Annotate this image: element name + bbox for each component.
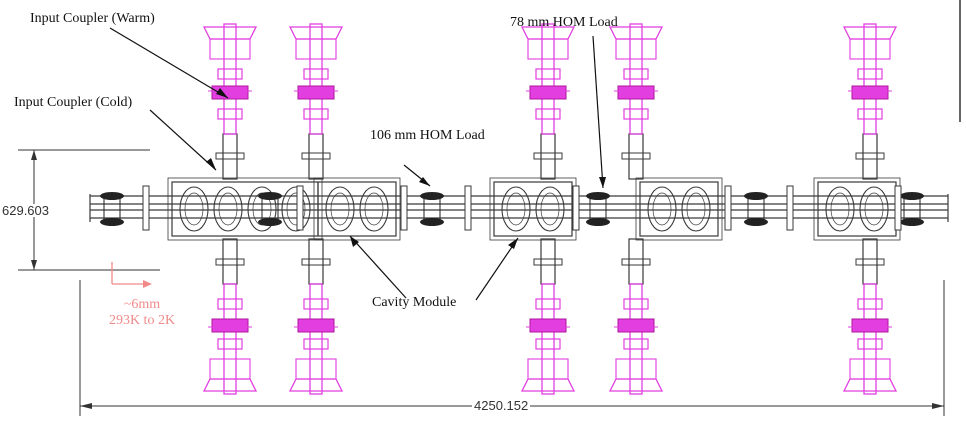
hom-load — [900, 192, 924, 226]
hom-load — [258, 192, 282, 226]
leader-hom78 — [592, 35, 604, 189]
input-coupler-bottom — [288, 238, 344, 395]
input-coupler-bottom — [520, 238, 576, 395]
beam-flange — [724, 185, 732, 231]
beam-flange — [786, 185, 794, 231]
label-cavity-module: Cavity Module — [372, 295, 457, 310]
beam-flange — [572, 185, 580, 231]
beam-flange — [400, 185, 408, 231]
beam-flange — [296, 185, 304, 231]
label-hom-load-78: 78 mm HOM Load — [510, 15, 618, 30]
beam-flange — [894, 185, 902, 231]
thermal-shift-amount: ~6mm — [123, 297, 161, 312]
beam-pipe — [89, 194, 949, 222]
beam-flange — [142, 185, 150, 231]
hom-load — [586, 192, 610, 226]
beam-flange — [464, 185, 472, 231]
dimension-height: 629.603 — [0, 203, 51, 218]
hom-load — [420, 192, 444, 226]
leader-cavity-b — [475, 237, 519, 301]
thermal-shift-range: 293K to 2K — [108, 313, 176, 329]
cavity-module — [167, 177, 323, 241]
cavity-module — [635, 177, 723, 241]
input-coupler-top — [288, 23, 344, 180]
leader-warm — [109, 27, 229, 99]
leader-arrowheads — [206, 88, 606, 249]
input-coupler-bottom — [202, 238, 258, 395]
input-coupler-top — [202, 23, 258, 180]
input-coupler-top — [608, 23, 664, 180]
label-input-coupler-cold: Input Coupler (Cold) — [14, 95, 133, 110]
cavity-module — [813, 177, 901, 241]
label-hom-load-106: 106 mm HOM Load — [370, 128, 485, 143]
thermal-shift-arrow — [111, 262, 152, 288]
leader-cold — [149, 109, 217, 171]
length-dimension — [79, 280, 945, 416]
cavity-module — [489, 177, 577, 241]
label-input-coupler-warm: Input Coupler (Warm) — [30, 11, 155, 26]
input-coupler-bottom — [608, 238, 664, 395]
thermal-shift-label: ~6mm 293K to 2K — [94, 297, 190, 329]
hom-load — [744, 192, 768, 226]
input-coupler-top — [520, 23, 576, 180]
input-coupler-bottom — [842, 238, 898, 395]
leader-cavity-a — [349, 235, 407, 299]
input-coupler-top — [842, 23, 898, 180]
leader-lines — [109, 27, 604, 301]
hom-load — [100, 192, 124, 226]
height-dimension — [18, 149, 160, 271]
cavity-module — [313, 177, 401, 241]
dimension-length: 4250.152 — [472, 398, 531, 413]
